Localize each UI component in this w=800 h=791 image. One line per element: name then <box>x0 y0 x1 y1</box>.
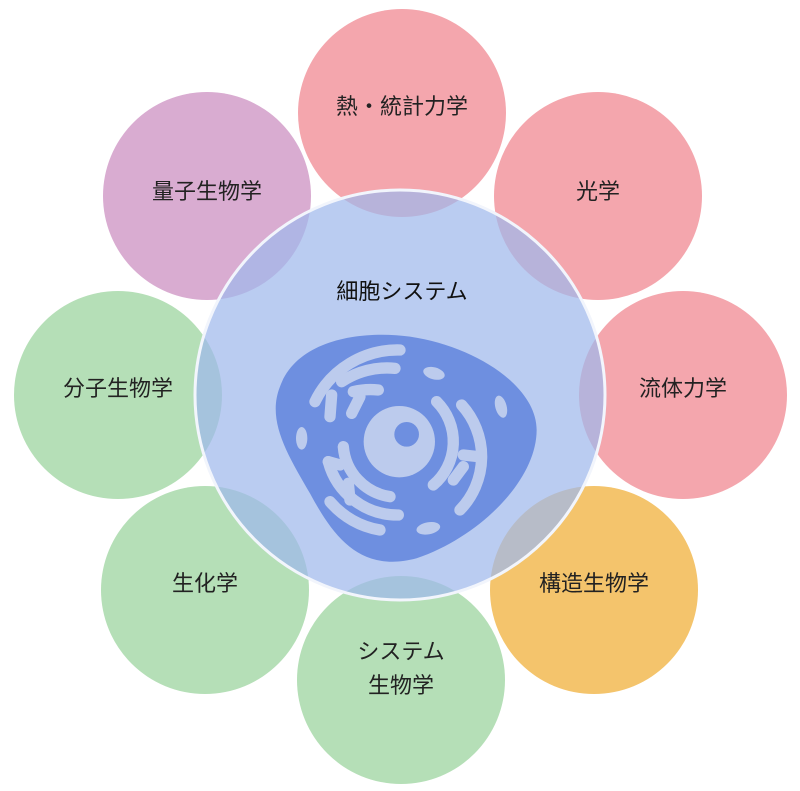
field-optics-label: 光学 <box>575 179 621 205</box>
field-quantum-label: 量子生物学 <box>151 179 263 205</box>
field-systems-label: システム 生物学 <box>357 636 444 704</box>
field-fluid-label: 流体力学 <box>638 376 728 402</box>
field-biochem-label: 生化学 <box>171 571 239 597</box>
field-systems-line2: 生物学 <box>367 674 434 699</box>
field-circle-molecular <box>14 291 222 499</box>
field-circle-fluid <box>579 291 787 499</box>
cell-icon <box>275 334 537 562</box>
field-circle-thermo <box>298 9 506 217</box>
field-circle-optics <box>494 92 702 300</box>
field-thermo-label: 熱・統計力学 <box>335 94 469 120</box>
field-structural-label: 構造生物学 <box>538 571 650 597</box>
field-circle-systems <box>297 576 505 784</box>
center-title: 細胞システム <box>336 279 468 305</box>
field-molecular-label: 分子生物学 <box>62 376 174 402</box>
field-systems-line1: システム <box>357 639 445 665</box>
